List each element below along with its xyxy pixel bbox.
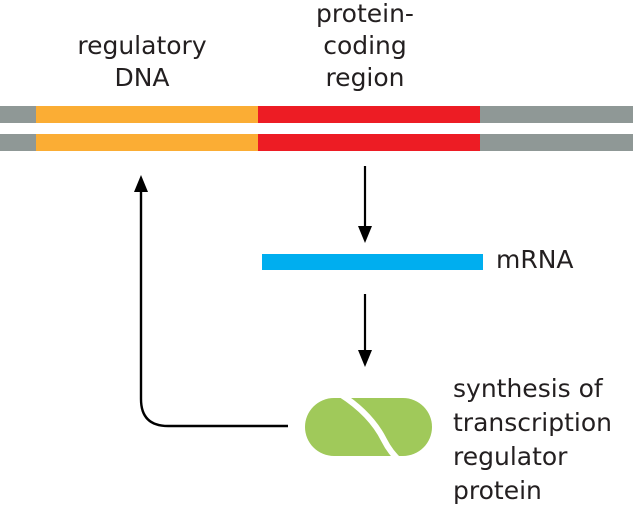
protein-coding-region-label: protein- coding region — [255, 0, 475, 94]
arrow-translation — [358, 294, 372, 367]
regulatory-dna-label-line-2: DNA — [114, 63, 170, 92]
synthesis-label-line-1: synthesis of — [453, 374, 603, 403]
regulatory-dna-label: regulatory DNA — [32, 30, 252, 94]
arrow-feedback — [134, 175, 288, 428]
protein-coding-label-line-1: protein- — [316, 0, 414, 28]
synthesis-label-line-2: transcription — [453, 408, 612, 437]
dna-flank-left-top — [0, 106, 36, 123]
protein-coding-label-line-2: coding — [323, 31, 407, 60]
coding-region-segment-top — [258, 106, 480, 123]
dna-strand-top — [0, 106, 633, 123]
regulatory-dna-segment-bottom — [36, 134, 258, 151]
mrna-label: mRNA — [496, 245, 574, 274]
regulatory-dna-label-line-1: regulatory — [77, 31, 207, 60]
protein-icon — [305, 391, 432, 465]
protein-coding-label-line-3: region — [325, 63, 405, 92]
regulatory-dna-segment-top — [36, 106, 258, 123]
synthesis-label-line-4: protein — [453, 476, 542, 505]
dna-strand-bottom — [0, 134, 633, 151]
synthesis-label-line-3: regulator — [453, 442, 568, 471]
coding-region-segment-bottom — [258, 134, 480, 151]
dna-flank-right-bottom — [480, 134, 633, 151]
dna-flank-right-top — [480, 106, 633, 123]
arrow-transcription — [358, 166, 372, 243]
synthesis-label: synthesis of transcription regulator pro… — [453, 372, 612, 508]
mrna-bar — [262, 254, 483, 270]
dna-flank-left-bottom — [0, 134, 36, 151]
